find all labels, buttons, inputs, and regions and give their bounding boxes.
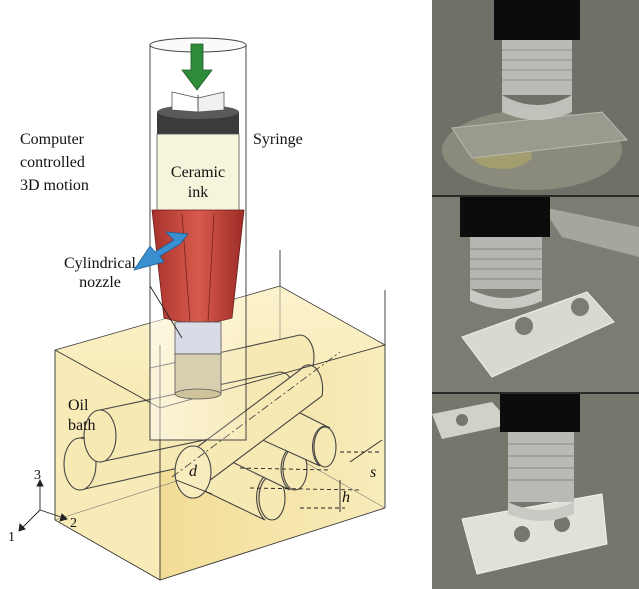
photo-strip [432, 0, 639, 589]
motion-label-1: Computer [20, 131, 84, 148]
nozzle-label-2: nozzle [79, 274, 121, 291]
dim-h-label: h [342, 489, 350, 506]
filament-top [179, 364, 324, 485]
photo-nozzle-moving [432, 197, 639, 392]
blue-arrow-icon [133, 231, 189, 271]
dim-d-label: d [189, 463, 197, 480]
dim-s-label: s [370, 464, 377, 481]
printing-schematic [18, 37, 386, 581]
cylindrical-nozzle [174, 321, 222, 355]
bath-label-2: bath [68, 417, 96, 434]
motion-label-2: controlled [20, 154, 85, 171]
ink-label-1: Ceramic [170, 164, 226, 181]
motion-label-3: 3D motion [20, 177, 89, 194]
axis-1-label: 1 [8, 530, 15, 545]
dimension-lines [175, 439, 383, 512]
filament-top-end [174, 445, 212, 499]
nozzle-cone [151, 209, 245, 324]
nozzle-label-1: Cylindrical [64, 255, 136, 272]
coordinate-axes [18, 478, 68, 532]
axis-3-label: 3 [34, 468, 41, 483]
bath-label-1: Oil [68, 397, 89, 414]
green-arrow-icon [181, 43, 213, 91]
photo-nozzle-finishing [432, 394, 639, 589]
syringe-label: Syringe [253, 131, 303, 148]
ceramic-ink-reservoir [156, 133, 240, 221]
syringe [149, 37, 247, 441]
ink-label-2: ink [187, 184, 209, 201]
dim-d-line [175, 479, 213, 495]
axis-2-label: 2 [70, 516, 77, 531]
photo-nozzle-start [432, 0, 639, 195]
dim-s-line [349, 439, 383, 463]
